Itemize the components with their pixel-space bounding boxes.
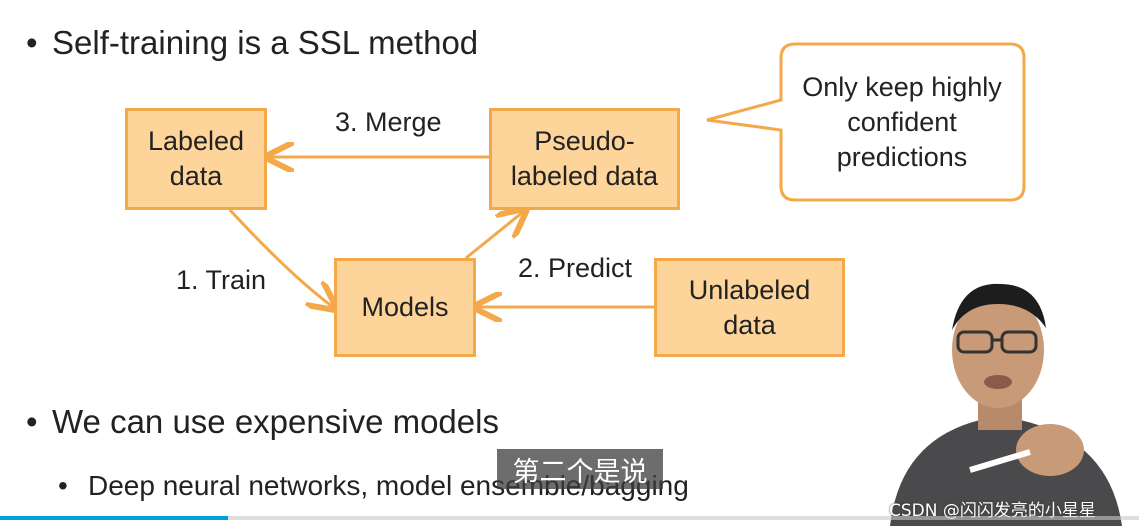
bullet-self-training: • Self-training is a SSL method (26, 24, 478, 62)
node-labeled-data: Labeled data (125, 108, 267, 210)
video-progress-fill (0, 516, 228, 520)
bullet-expensive-models: • We can use expensive models (26, 403, 499, 441)
node-pseudo-labeled-data: Pseudo-labeled data (489, 108, 680, 210)
video-subtitle: 第二个是说 (497, 449, 663, 489)
video-progress-bar[interactable] (0, 516, 1139, 520)
node-models: Models (334, 258, 476, 357)
bullet-dot: • (26, 24, 38, 61)
node-label: Pseudo-labeled data (510, 126, 659, 191)
callout-text: Only keep highly confident predictions (802, 72, 1002, 172)
arrow-models-to-pseudo (465, 212, 523, 260)
edge-label-predict: 2. Predict (518, 253, 633, 283)
presenter-video-overlay (890, 283, 1122, 526)
bullet-dot: • (58, 470, 68, 501)
bullet-text: We can use expensive models (52, 403, 499, 440)
callout-bubble (706, 42, 1026, 202)
bullet-dot: • (26, 403, 38, 440)
node-label: Unlabeled data (688, 274, 811, 340)
edge-label-merge: 3. Merge (335, 107, 442, 137)
node-label: Labeled data (147, 126, 245, 191)
node-label: Models (361, 292, 449, 322)
edge-label-train: 1. Train (176, 265, 267, 295)
arrow-train (228, 208, 333, 307)
bullet-text: Self-training is a SSL method (52, 24, 479, 61)
node-unlabeled-data: Unlabeled data (654, 258, 845, 357)
